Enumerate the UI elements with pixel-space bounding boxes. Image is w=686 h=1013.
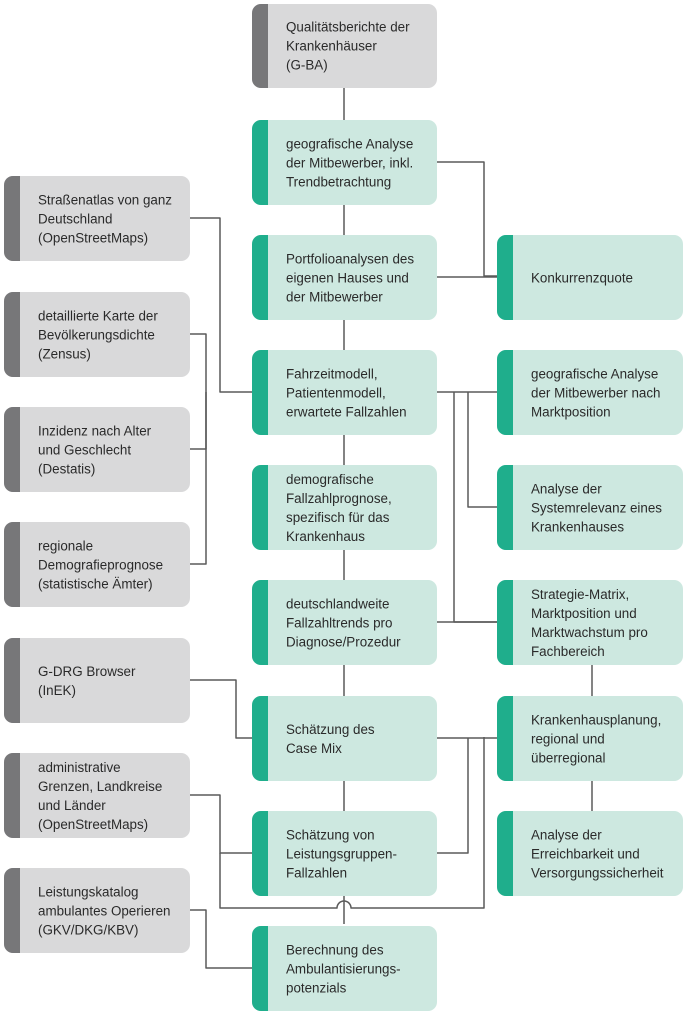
result-box-geo-analyse-markt: geografische Analyse der Mitbewerber nac…: [497, 350, 683, 435]
box-accent-bar: [252, 350, 268, 435]
box-accent-bar: [4, 638, 20, 723]
box-accent-bar: [252, 4, 268, 88]
box-accent-bar: [497, 465, 513, 550]
box-label: Portfolioanalysen des eigenen Hauses und…: [286, 251, 415, 304]
box-label: Fahrzeitmodell, Patientenmodell, erwarte…: [286, 366, 407, 419]
box-accent-bar: [497, 350, 513, 435]
link-inzidenz: [190, 392, 207, 450]
box-label: Schätzung von Leistungsgruppen- Fallzahl…: [286, 827, 397, 880]
box-label: Qualitätsberichte der Krankenhäuser (G-B…: [286, 19, 410, 73]
box-accent-bar: [4, 753, 20, 838]
result-box-erreichbarkeit: Analyse der Erreichbarkeit und Versorgun…: [497, 811, 683, 896]
box-label: Straßenatlas von ganz Deutschland (OpenS…: [38, 192, 172, 245]
box-accent-bar: [497, 235, 513, 320]
analysis-box-ambulantisierung: Berechnung des Ambulantisierungs- potenz…: [252, 926, 437, 1011]
source-box-strassenatlas: Straßenatlas von ganz Deutschland (OpenS…: [4, 176, 190, 261]
box-label: deutschlandweite Fallzahltrends pro Diag…: [286, 596, 401, 649]
link-leistungskatalog: [190, 909, 252, 969]
analysis-box-geo-analyse-trend: geografische Analyse der Mitbewerber, in…: [252, 120, 437, 205]
box-label: Krankenhausplanung, regional und überreg…: [531, 712, 662, 765]
source-box-inzidenz: Inzidenz nach Alter und Geschlecht (Dest…: [4, 407, 190, 492]
box-accent-bar: [4, 868, 20, 953]
link-strassenatlas: [190, 217, 252, 393]
link-leistungsgruppen-krankenhausplanung: [437, 738, 469, 854]
analysis-box-case-mix: Schätzung des Case Mix: [252, 696, 437, 781]
box-accent-bar: [252, 926, 268, 1011]
box-label: geografische Analyse der Mitbewerber nac…: [531, 366, 661, 419]
box-label: regionale Demografieprognose (statistisc…: [38, 538, 164, 591]
box-accent-bar: [497, 811, 513, 896]
box-label: G-DRG Browser (InEK): [38, 663, 136, 698]
result-box-krankenhausplanung: Krankenhausplanung, regional und überreg…: [497, 696, 683, 781]
link-gdrg-browser: [190, 679, 252, 739]
source-box-bevoelkerungsdichte: detaillierte Karte der Bevölkerungsdicht…: [4, 292, 190, 377]
box-label: Leistungskatalog ambulantes Operieren (G…: [38, 884, 171, 937]
box-accent-bar: [497, 696, 513, 781]
box-label: Analyse der Systemrelevanz eines Kranken…: [531, 481, 662, 534]
box-accent-bar: [252, 235, 268, 320]
result-box-konkurrenzquote: Konkurrenzquote: [497, 235, 683, 320]
source-box-leistungskatalog: Leistungskatalog ambulantes Operieren (G…: [4, 868, 190, 953]
box-accent-bar: [4, 176, 20, 261]
source-box-qualitaetsberichte: Qualitätsberichte der Krankenhäuser (G-B…: [252, 4, 437, 88]
result-box-strategie-matrix: Strategie-Matrix, Marktposition und Mark…: [497, 580, 683, 665]
source-box-demografieprognose: regionale Demografieprognose (statistisc…: [4, 522, 190, 607]
box-label: Konkurrenzquote: [531, 270, 633, 285]
box-accent-bar: [252, 811, 268, 896]
link-admin-grenzen: [190, 794, 252, 854]
result-box-systemrelevanz: Analyse der Systemrelevanz eines Kranken…: [497, 465, 683, 550]
analysis-box-portfolioanalysen: Portfolioanalysen des eigenen Hauses und…: [252, 235, 437, 320]
box-accent-bar: [252, 465, 268, 550]
box-accent-bar: [252, 120, 268, 205]
box-label: Strategie-Matrix, Marktposition und Mark…: [531, 586, 648, 659]
source-box-gdrg-browser: G-DRG Browser (InEK): [4, 638, 190, 723]
link-bevoelkerungsdichte: [190, 333, 207, 392]
box-label: Inzidenz nach Alter und Geschlecht (Dest…: [38, 423, 152, 476]
source-box-admin-grenzen: administrative Grenzen, Landkreise und L…: [4, 753, 190, 838]
analysis-box-leistungsgruppen: Schätzung von Leistungsgruppen- Fallzahl…: [252, 811, 437, 896]
box-label: geografische Analyse der Mitbewerber, in…: [286, 136, 414, 189]
analysis-box-fallzahltrends: deutschlandweite Fallzahltrends pro Diag…: [252, 580, 437, 665]
box-accent-bar: [252, 696, 268, 781]
box-accent-bar: [4, 522, 20, 607]
box-accent-bar: [497, 580, 513, 665]
box-label: demografische Fallzahlprognose, spezifis…: [286, 471, 392, 544]
box-accent-bar: [252, 580, 268, 665]
analysis-box-fahrzeitmodell: Fahrzeitmodell, Patientenmodell, erwarte…: [252, 350, 437, 435]
link-geo-trend-konkurrenz: [437, 161, 497, 277]
box-label: Schätzung des Case Mix: [286, 721, 375, 756]
analysis-box-demografische-prognose: demografische Fallzahlprognose, spezifis…: [252, 465, 437, 550]
box-label: Berechnung des Ambulantisierungs- potenz…: [286, 942, 401, 995]
box-accent-bar: [4, 292, 20, 377]
box-label: administrative Grenzen, Landkreise und L…: [38, 759, 163, 832]
box-label: detaillierte Karte der Bevölkerungsdicht…: [38, 308, 158, 361]
link-admin-to-ambulant: [219, 737, 485, 909]
box-accent-bar: [4, 407, 20, 492]
link-demografieprognose: [190, 392, 207, 565]
link-fahrzeit-systemrelevanz: [467, 392, 497, 508]
box-label: Analyse der Erreichbarkeit und Versorgun…: [531, 827, 664, 880]
